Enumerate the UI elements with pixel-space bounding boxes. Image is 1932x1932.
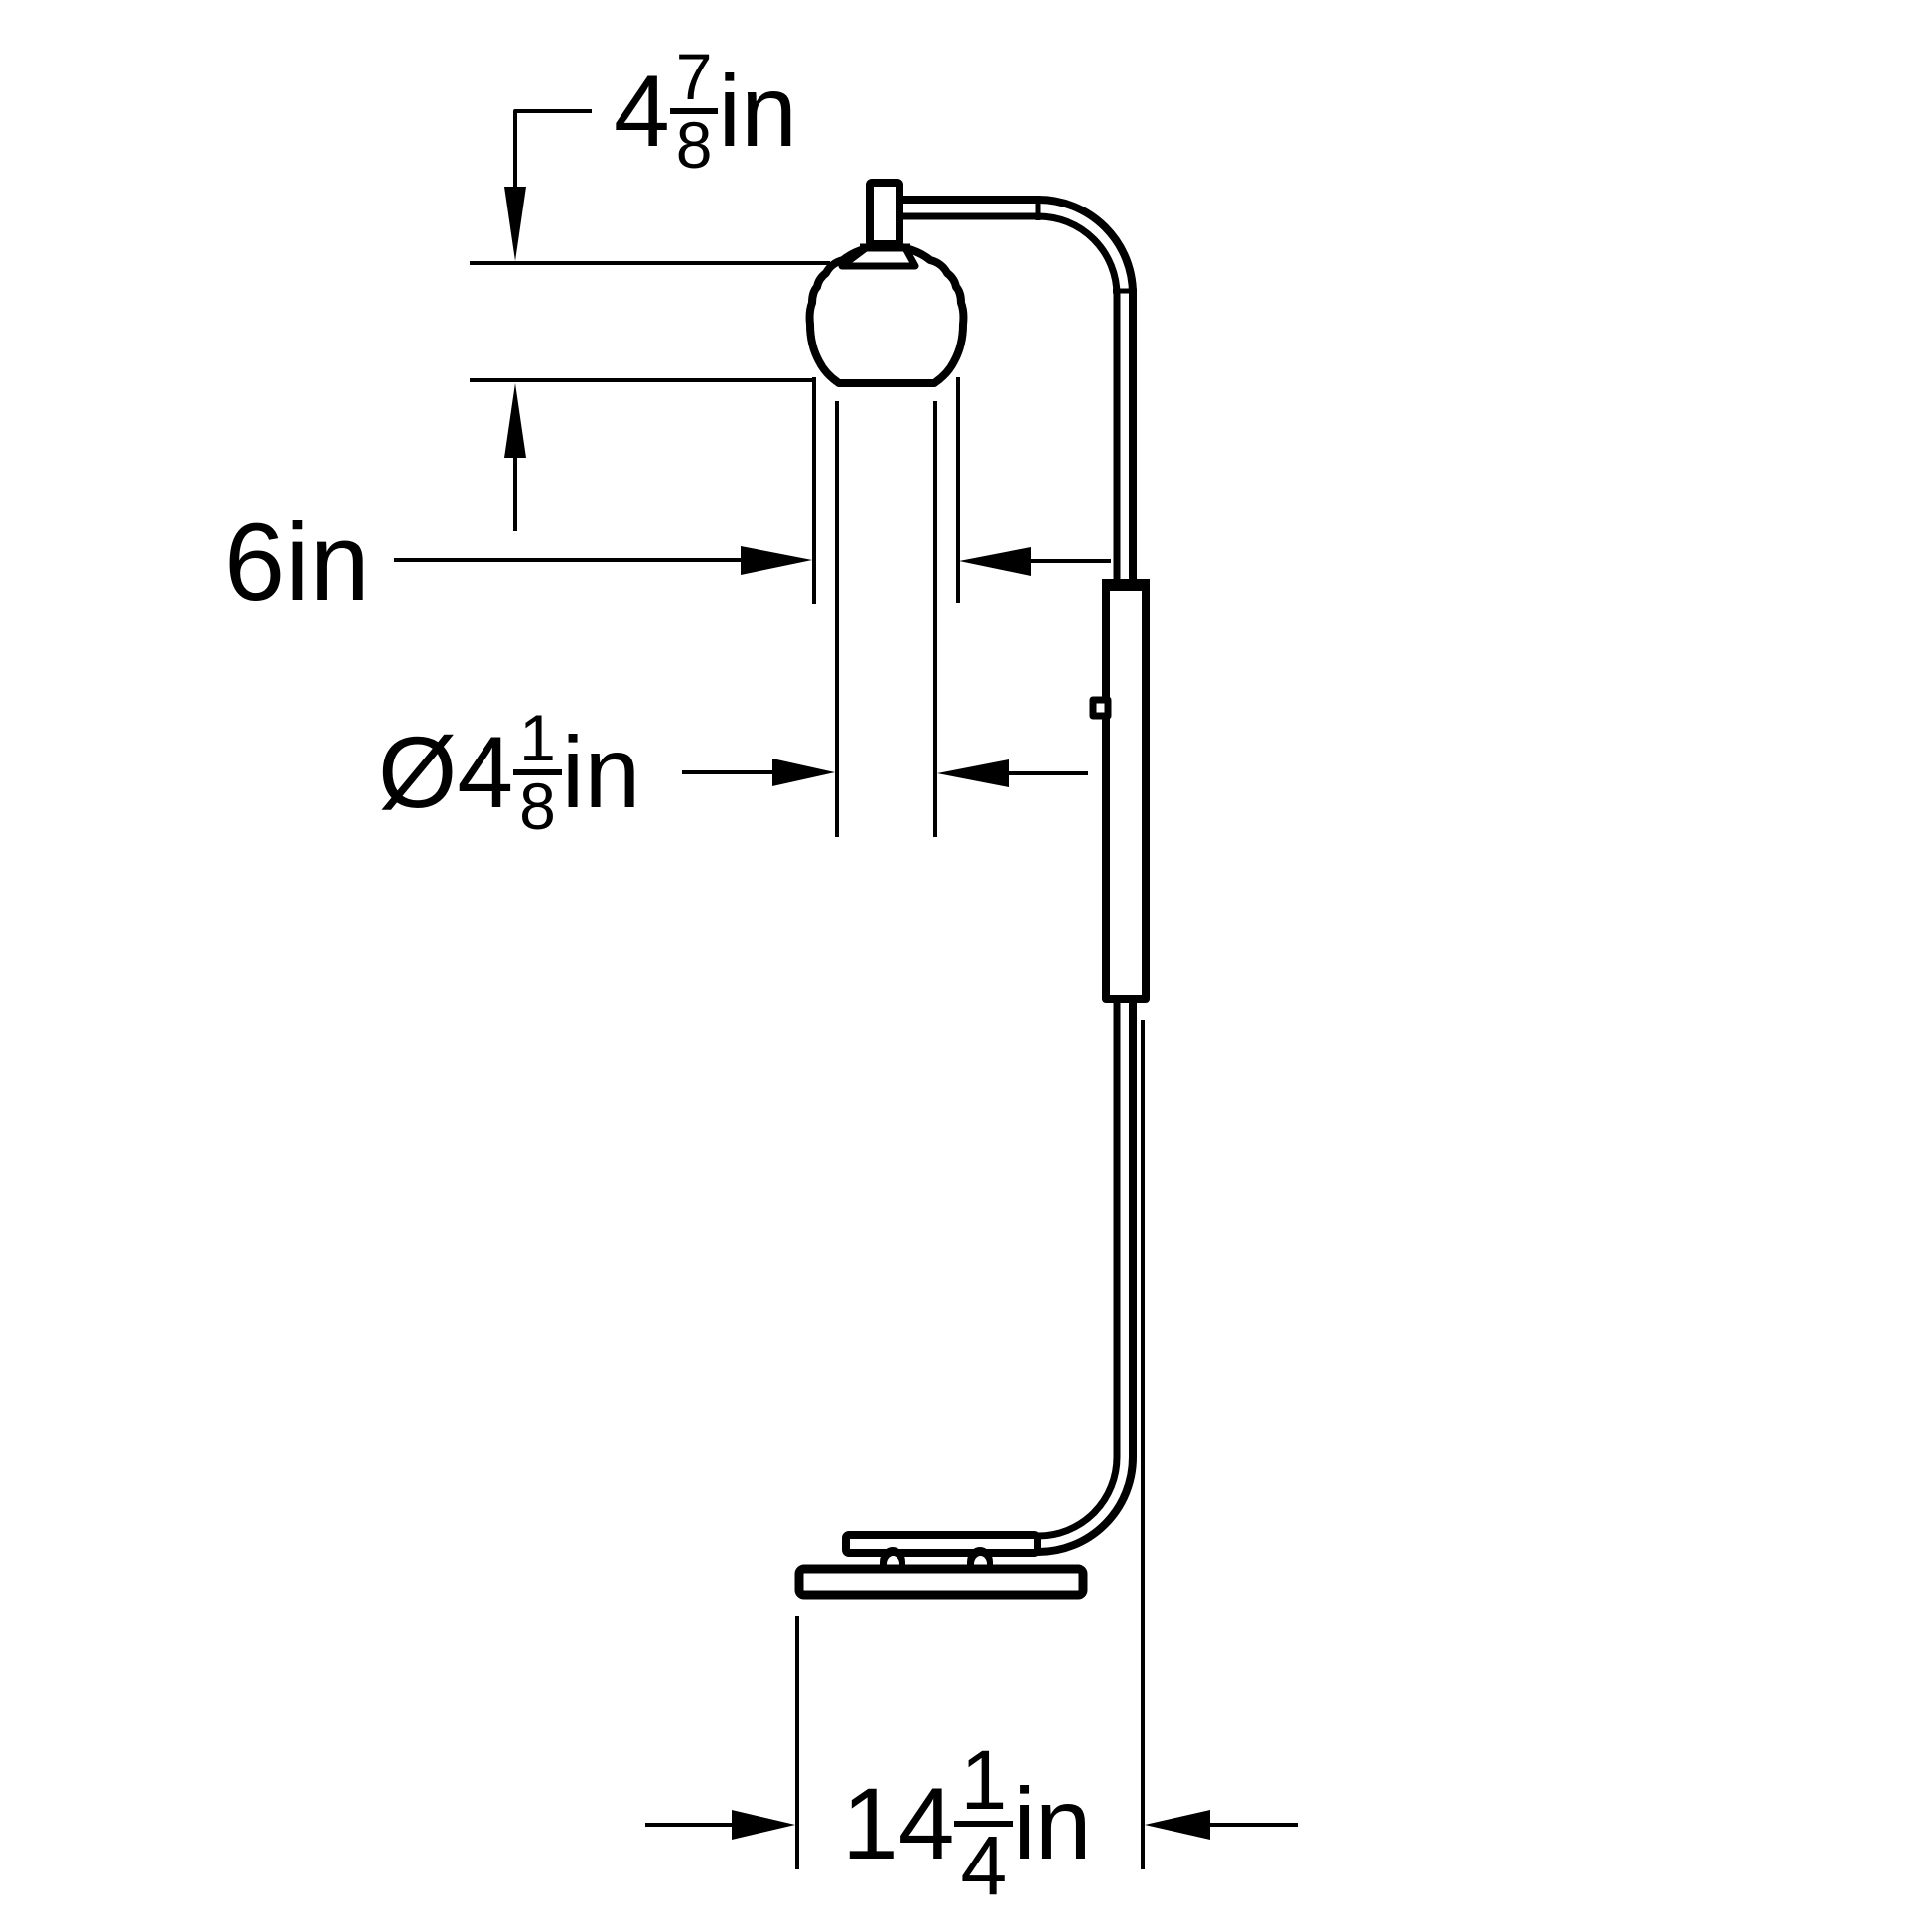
lamp-shade bbox=[805, 241, 968, 387]
dim-opening-arrow-left bbox=[937, 759, 1009, 787]
base-width-numerator: 1 bbox=[960, 1733, 1008, 1827]
lamp-foot-bar bbox=[842, 1531, 1041, 1557]
shade-diameter-unit: in bbox=[285, 501, 370, 623]
lamp-lower-pole-left-edge bbox=[943, 997, 1121, 1540]
lamp-foot-peg-right-highlight bbox=[974, 1556, 987, 1567]
dim-shade-diameter-arrow-left bbox=[959, 547, 1031, 576]
dim-shade-height-arrow-up bbox=[504, 383, 526, 458]
lamp-base-plate bbox=[794, 1564, 1088, 1600]
shade-height-whole: 4 bbox=[614, 54, 670, 168]
dim-shade-height-arrow-down bbox=[504, 187, 526, 261]
opening-diameter-unit: in bbox=[561, 715, 641, 829]
lamp-arm-inner-edge bbox=[899, 212, 1121, 584]
lamp-switch-knob bbox=[1089, 696, 1112, 720]
base-width-whole: 14 bbox=[842, 1766, 955, 1880]
dim-opening-arrow-right bbox=[772, 759, 835, 786]
opening-diameter-value: Ø4 bbox=[378, 715, 514, 829]
dim-shade-height-leader bbox=[513, 109, 592, 187]
base-width-unit: in bbox=[1013, 1766, 1092, 1880]
lamp-arm-outer-edge bbox=[899, 196, 1137, 584]
lamp-lower-pole-right-edge bbox=[993, 997, 1137, 1556]
lamp-sleeve bbox=[1102, 580, 1150, 1003]
dim-label-shade-diameter: 6in bbox=[224, 508, 370, 618]
shade-height-denominator: 8 bbox=[669, 107, 719, 178]
lamp-socket bbox=[866, 179, 903, 248]
shade-height-numerator: 7 bbox=[675, 40, 713, 113]
lamp-shade-neck bbox=[838, 244, 919, 270]
shade-diameter-whole: 6 bbox=[224, 501, 286, 623]
dim-base-arrow-right bbox=[732, 1810, 795, 1840]
opening-diameter-numerator: 1 bbox=[519, 701, 556, 774]
dim-shade-diameter-arrow-right bbox=[741, 546, 812, 575]
opening-diameter-denominator: 8 bbox=[513, 768, 562, 839]
lamp-foot-peg-left-highlight bbox=[887, 1556, 899, 1567]
base-width-denominator: 4 bbox=[954, 1820, 1014, 1907]
shade-height-unit: in bbox=[718, 54, 797, 168]
dim-base-arrow-left bbox=[1145, 1810, 1210, 1840]
